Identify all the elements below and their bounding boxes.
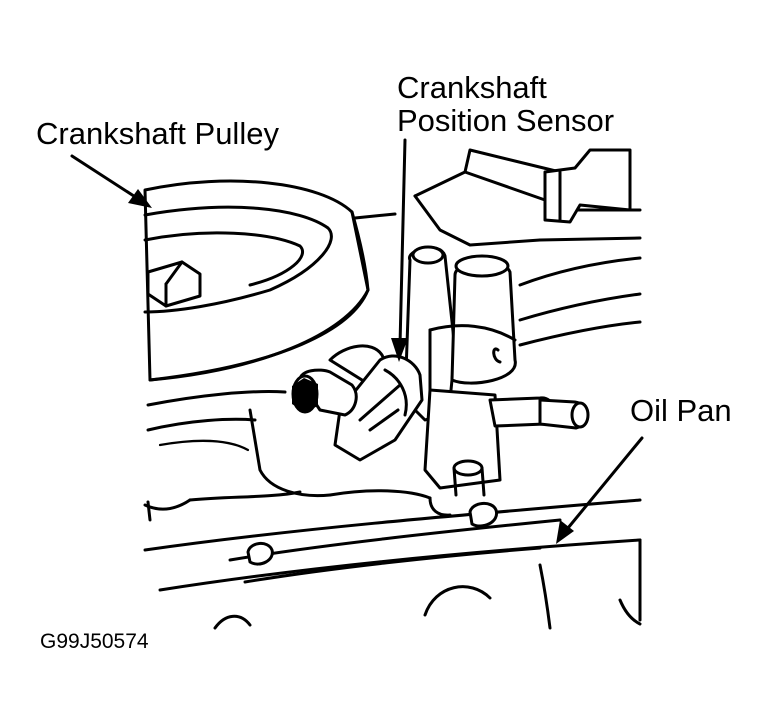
sensor-housing — [403, 245, 590, 497]
sensor-label-line1: Crankshaft — [397, 70, 547, 105]
sensor-leader-arrow — [391, 138, 408, 362]
pulley-leader-arrow — [70, 154, 152, 208]
figure-code: G99J50574 — [40, 630, 149, 653]
crankshaft-position-sensor-label: Crankshaft Position Sensor — [397, 70, 615, 138]
crankshaft-pulley-label: Crankshaft Pulley — [36, 116, 279, 151]
crankshaft-position-sensor — [291, 344, 424, 462]
oil-pan-leader-arrow — [556, 436, 644, 544]
oil-pan — [143, 496, 642, 630]
oil-pan-label: Oil Pan — [630, 393, 732, 428]
crankshaft-pulley — [143, 179, 370, 382]
sensor-label-line2: Position Sensor — [397, 102, 615, 138]
